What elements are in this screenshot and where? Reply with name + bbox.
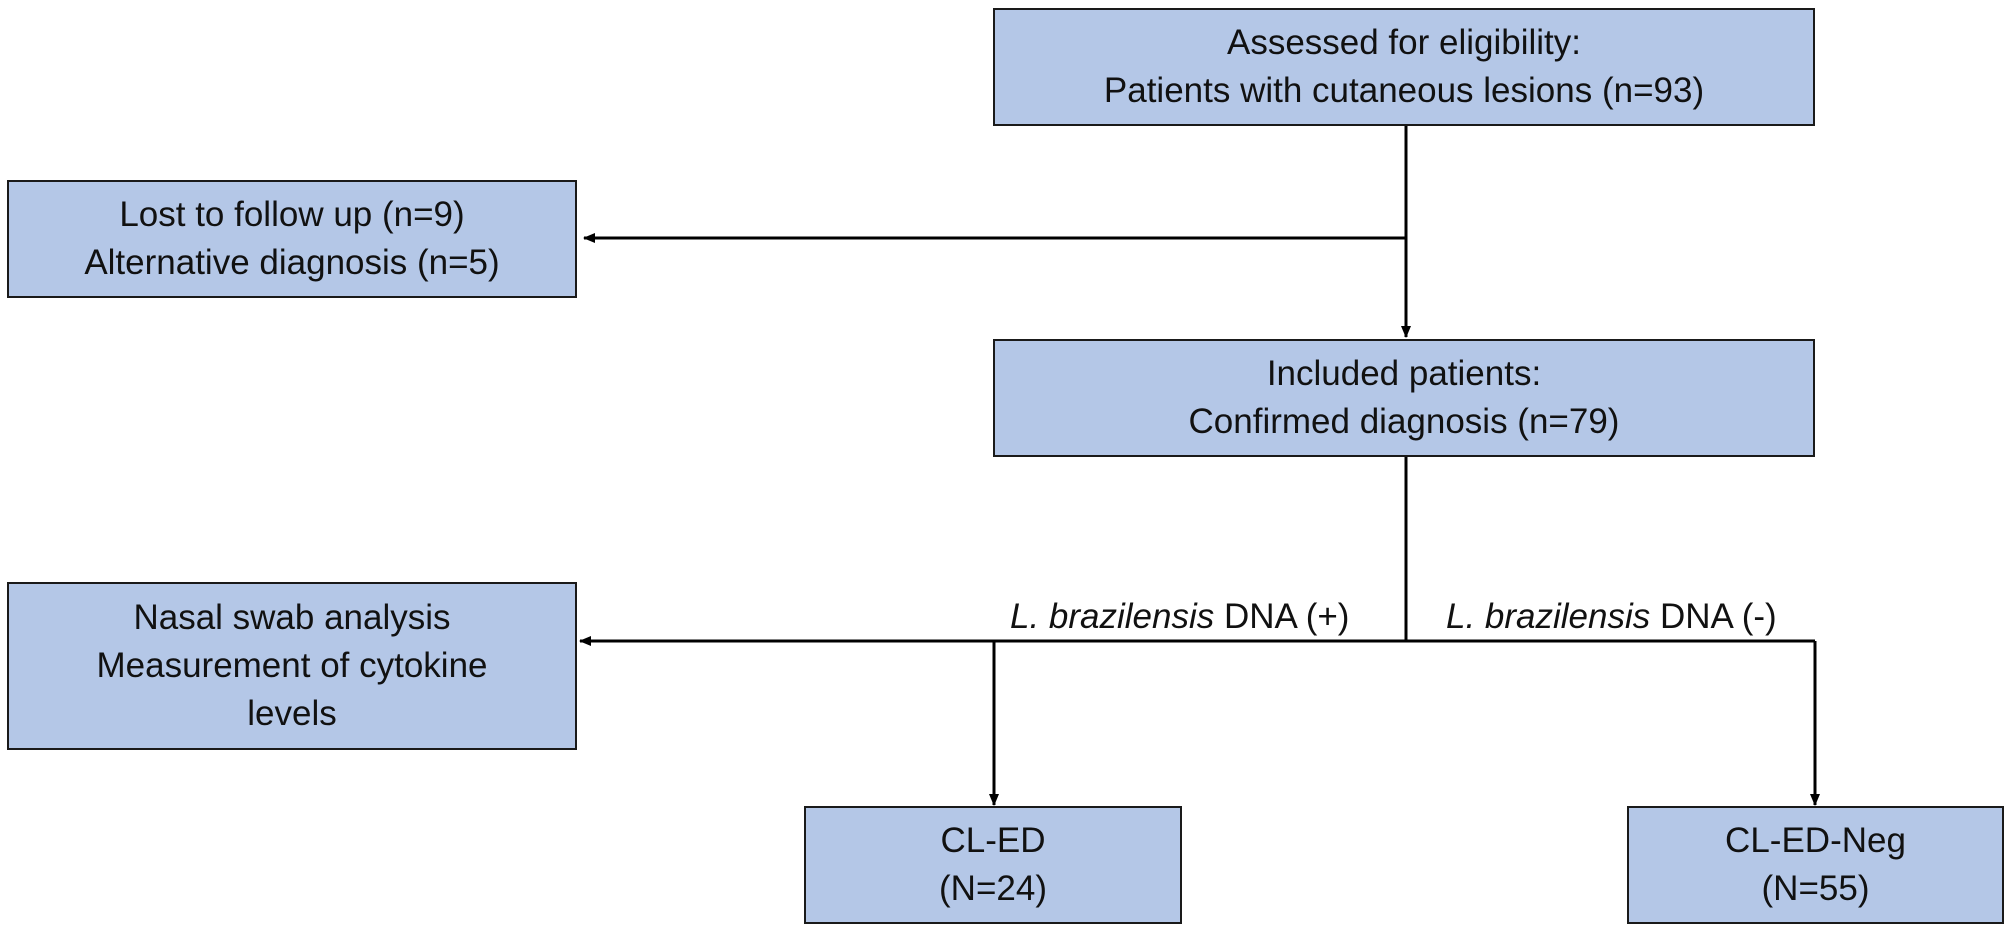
included-count: Confirmed diagnosis (n=79) [1188, 402, 1620, 441]
nasal-swab-box: Nasal swab analysis Measurement of cytok… [7, 582, 577, 750]
negative-species: L. brazilensis [1446, 597, 1651, 636]
included-box: Included patients: Confirmed diagnosis (… [993, 339, 1815, 457]
nasal-swab-line1: Nasal swab analysis [133, 598, 451, 637]
eligibility-count: Patients with cutaneous lesions (n=93) [1103, 71, 1705, 110]
nasal-swab-line3: levels [247, 694, 337, 733]
eligibility-box: Assessed for eligibility: Patients with … [993, 8, 1815, 126]
cledneg-box: CL-ED-Neg (N=55) [1627, 806, 2004, 924]
positive-species: L. brazilensis [1010, 597, 1215, 636]
included-title: Included patients: [1266, 354, 1542, 393]
branch-label-positive: L. brazilensis DNA (+) [1010, 597, 1349, 637]
alternative-diagnosis: Alternative diagnosis (n=5) [84, 243, 500, 282]
negative-result: DNA (-) [1660, 597, 1777, 636]
lost-to-follow-up: Lost to follow up (n=9) [119, 195, 465, 234]
eligibility-title: Assessed for eligibility: [1226, 23, 1582, 62]
cledneg-label: CL-ED-Neg [1725, 821, 1906, 860]
branch-label-negative: L. brazilensis DNA (-) [1446, 597, 1777, 637]
cled-label: CL-ED [940, 821, 1046, 860]
nasal-swab-line2: Measurement of cytokine [96, 646, 488, 685]
excluded-box: Lost to follow up (n=9) Alternative diag… [7, 180, 577, 298]
cled-box: CL-ED (N=24) [804, 806, 1182, 924]
cledneg-count: (N=55) [1761, 869, 1870, 908]
positive-result: DNA (+) [1224, 597, 1350, 636]
cled-count: (N=24) [939, 869, 1047, 908]
